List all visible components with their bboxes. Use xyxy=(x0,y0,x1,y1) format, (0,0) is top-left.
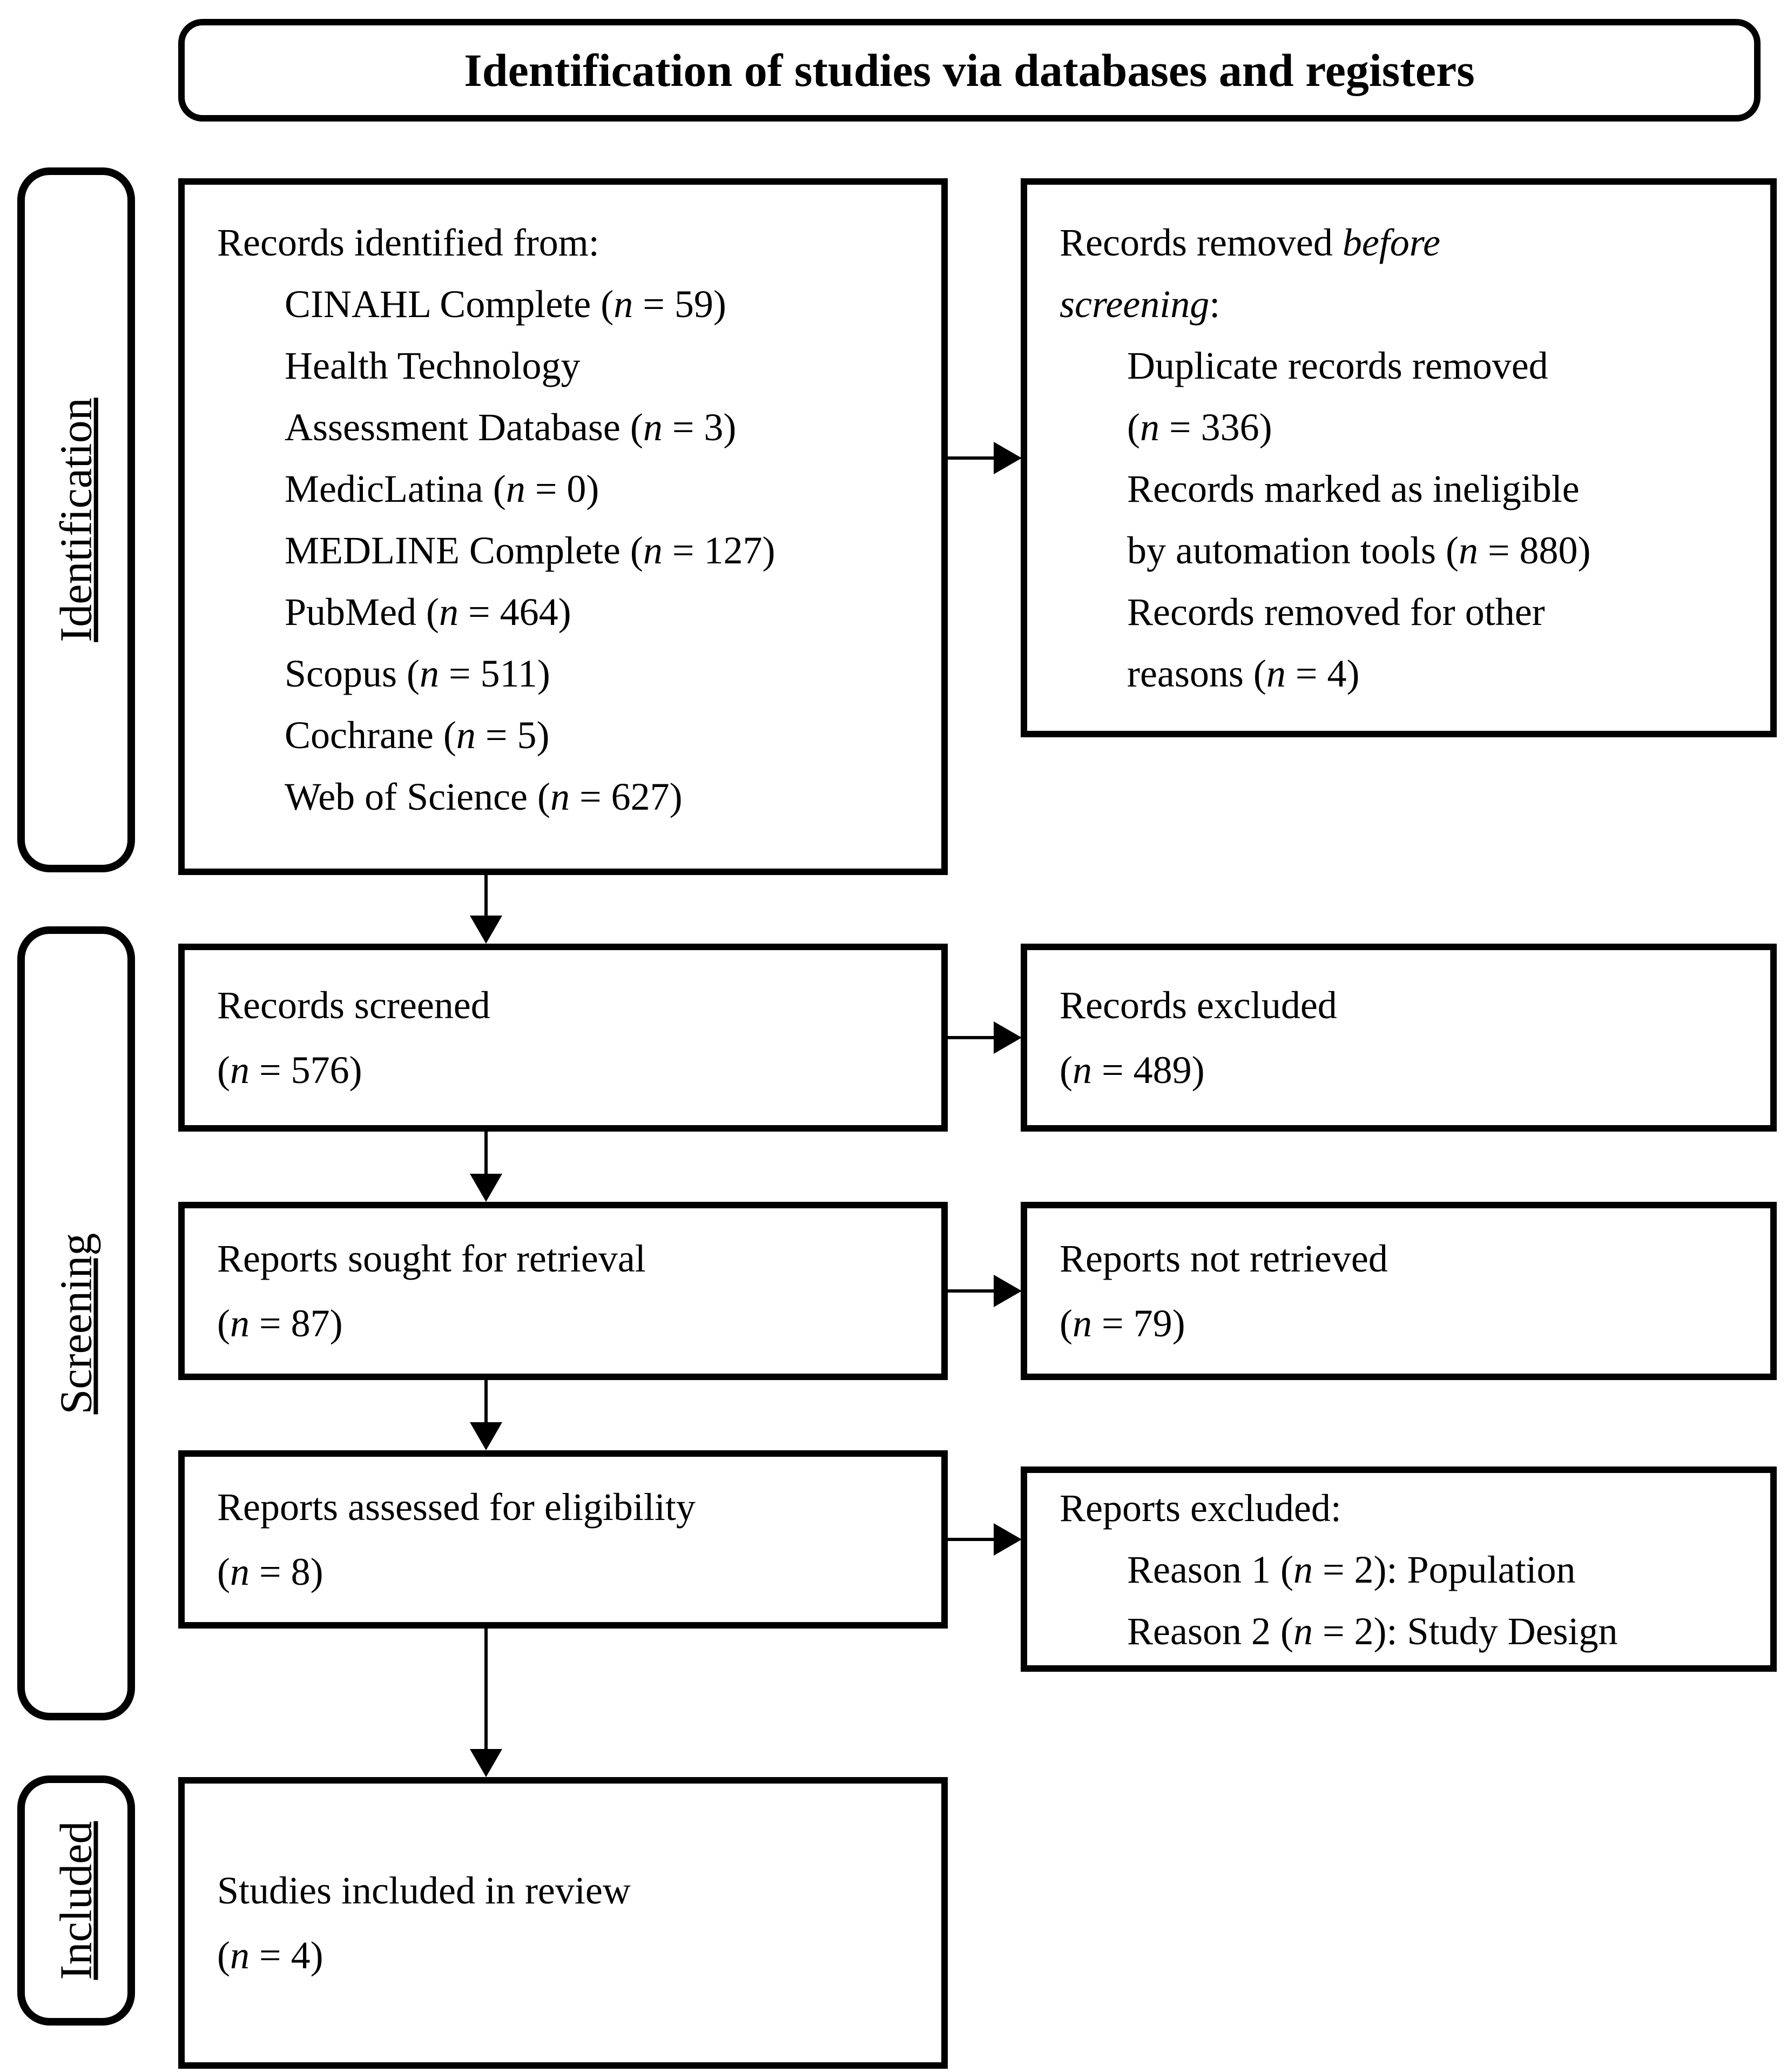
text-line: MedicLatina (n = 0) xyxy=(285,467,599,510)
text-line: Scopus (n = 511) xyxy=(285,652,550,695)
text-line: Reports assessed for eligibility xyxy=(217,1485,696,1529)
text-line: (n = 87) xyxy=(217,1302,343,1345)
text-line: MEDLINE Complete (n = 127) xyxy=(285,529,776,572)
arrow-shaft xyxy=(484,1132,488,1175)
arrowhead-right-icon xyxy=(994,1275,1022,1307)
text-line: screening: xyxy=(1060,282,1220,326)
text-line: Assessment Database (n = 3) xyxy=(285,406,737,449)
title-banner: Identification of studies via databases … xyxy=(178,19,1761,122)
stage-included-label: Included xyxy=(51,1821,102,1980)
text-line: Reason 2 (n = 2): Study Design xyxy=(1127,1610,1618,1653)
text-line: Reports excluded: xyxy=(1060,1486,1341,1530)
text-line: (n = 489) xyxy=(1060,1048,1205,1092)
box-records-screened: Records screened (n = 576) xyxy=(178,944,948,1132)
text-line: Records excluded xyxy=(1060,984,1337,1027)
text-line: Studies included in review xyxy=(217,1869,631,1912)
stage-screening: Screening xyxy=(17,926,135,1720)
arrowhead-down-icon xyxy=(470,1174,502,1202)
arrow-shaft xyxy=(948,1538,996,1541)
text-line: Records removed for other xyxy=(1127,590,1545,634)
text-line: Records marked as ineligible xyxy=(1127,467,1580,510)
box-reports-sought: Reports sought for retrieval (n = 87) xyxy=(178,1202,948,1380)
box-reports-not-retrieved: Reports not retrieved (n = 79) xyxy=(1021,1202,1777,1380)
box-studies-included: Studies included in review (n = 4) xyxy=(178,1777,948,2069)
arrow-shaft xyxy=(948,1036,996,1039)
text-line: (n = 4) xyxy=(217,1934,323,1977)
text-line: Cochrane (n = 5) xyxy=(285,714,550,757)
text-line: (n = 8) xyxy=(217,1550,323,1593)
arrow-shaft xyxy=(948,1289,996,1293)
arrow-shaft xyxy=(484,1629,488,1750)
arrowhead-down-icon xyxy=(470,1422,502,1450)
text-line: reasons (n = 4) xyxy=(1127,652,1360,695)
diagram-title: Identification of studies via databases … xyxy=(464,44,1475,96)
text-line: by automation tools (n = 880) xyxy=(1127,529,1591,572)
arrowhead-right-icon xyxy=(994,1021,1022,1054)
arrowhead-down-icon xyxy=(470,916,502,944)
box-records-excluded: Records excluded (n = 489) xyxy=(1021,944,1777,1132)
text-line: Reports sought for retrieval xyxy=(217,1237,646,1280)
arrowhead-down-icon xyxy=(470,1749,502,1777)
text-line: Duplicate records removed xyxy=(1127,344,1548,387)
text-line: Records removed before xyxy=(1060,221,1441,264)
arrowhead-right-icon xyxy=(994,1523,1022,1556)
text-line: Health Technology xyxy=(285,344,581,387)
arrow-shaft xyxy=(484,875,488,918)
text-line: (n = 79) xyxy=(1060,1302,1185,1345)
text-line: Reason 1 (n = 2): Population xyxy=(1127,1548,1576,1591)
arrowhead-right-icon xyxy=(994,442,1022,474)
box-reports-assessed: Reports assessed for eligibility (n = 8) xyxy=(178,1450,948,1629)
text-line: Reports not retrieved xyxy=(1060,1237,1388,1280)
text-line: Records screened xyxy=(217,984,490,1027)
stage-identification-label: Identification xyxy=(51,398,102,642)
arrow-shaft xyxy=(484,1380,488,1423)
stage-identification: Identification xyxy=(17,167,135,872)
stage-included: Included xyxy=(17,1775,135,2026)
text-line: Records identified from: xyxy=(217,221,599,264)
box-records-identified: Records identified from: CINAHL Complete … xyxy=(178,178,948,875)
box-reports-excluded: Reports excluded: Reason 1 (n = 2): Popul… xyxy=(1021,1466,1777,1672)
box-records-removed: Records removed before screening: Duplicat… xyxy=(1021,178,1777,737)
text-line: (n = 576) xyxy=(217,1048,362,1092)
text-line: CINAHL Complete (n = 59) xyxy=(285,282,726,326)
arrow-shaft xyxy=(948,456,996,460)
text-line: Web of Science (n = 627) xyxy=(285,775,683,818)
text-line: PubMed (n = 464) xyxy=(285,590,571,634)
stage-screening-label: Screening xyxy=(51,1233,102,1414)
text-line: (n = 336) xyxy=(1127,406,1272,449)
